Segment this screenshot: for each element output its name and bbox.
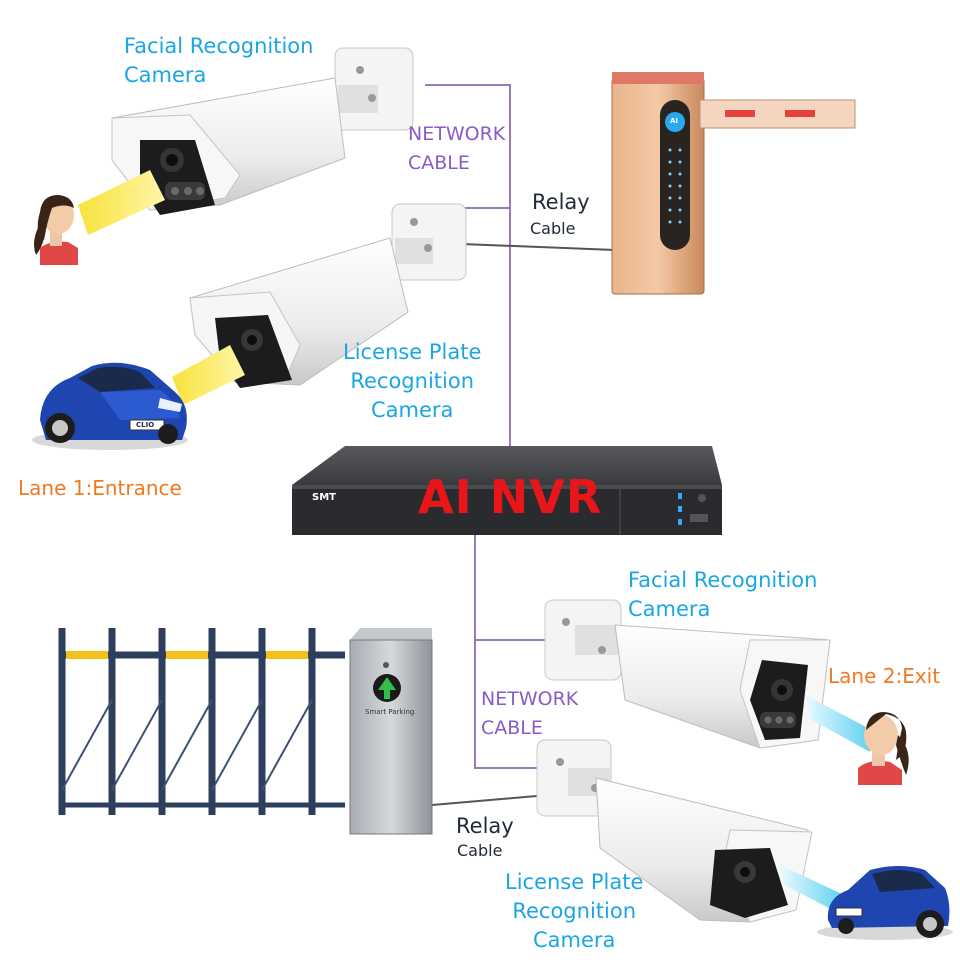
barrier-gate-1 — [611, 72, 856, 295]
lane-2-label: Lane 2:Exit — [828, 664, 941, 688]
fence-diagonals — [61, 699, 313, 791]
lpr-camera-1-label: License Plate Recognition Camera — [343, 340, 482, 422]
gate-control-box — [349, 628, 433, 835]
gate-sign-label: Smart Parking — [365, 708, 415, 716]
facial-camera-2 — [544, 599, 831, 749]
barrier-led-dots — [668, 148, 682, 224]
network-cable-2-label: NETWORK CABLE — [481, 688, 579, 739]
network-cable-1-label: NETWORK CABLE — [408, 123, 506, 174]
light-beam-3 — [805, 695, 872, 752]
facial-camera-2-label: Facial Recognition Camera — [628, 568, 818, 621]
light-beam-1 — [78, 170, 165, 235]
facial-camera-1-label: Facial Recognition Camera — [124, 34, 314, 87]
person-2 — [858, 712, 909, 785]
nvr-title: AI NVR — [418, 470, 603, 524]
person-1 — [34, 195, 78, 265]
relay-cable-lines — [431, 243, 616, 806]
car-1-plate: CLIO — [136, 421, 155, 429]
lpr-camera-2-label: License Plate Recognition Camera — [505, 870, 644, 952]
relay-cable-2-title: Relay — [456, 814, 514, 838]
relay-cable-1-sub: Cable — [530, 219, 576, 238]
lane-1-label: Lane 1:Entrance — [18, 476, 182, 500]
ai-nvr — [292, 446, 722, 535]
relay-cable-2-sub: Cable — [457, 841, 503, 860]
lpr-camera-1 — [189, 203, 467, 388]
fence-yellow-bars — [66, 651, 308, 659]
car-2 — [817, 866, 953, 940]
car-1 — [32, 362, 188, 450]
lpr-camera-2 — [536, 739, 813, 923]
nvr-brand: SMT — [312, 492, 336, 503]
light-beam-4 — [780, 865, 844, 915]
barrier-badge: AI — [670, 117, 679, 125]
light-beam-2 — [172, 345, 245, 405]
relay-cable-1-title: Relay — [532, 190, 590, 214]
